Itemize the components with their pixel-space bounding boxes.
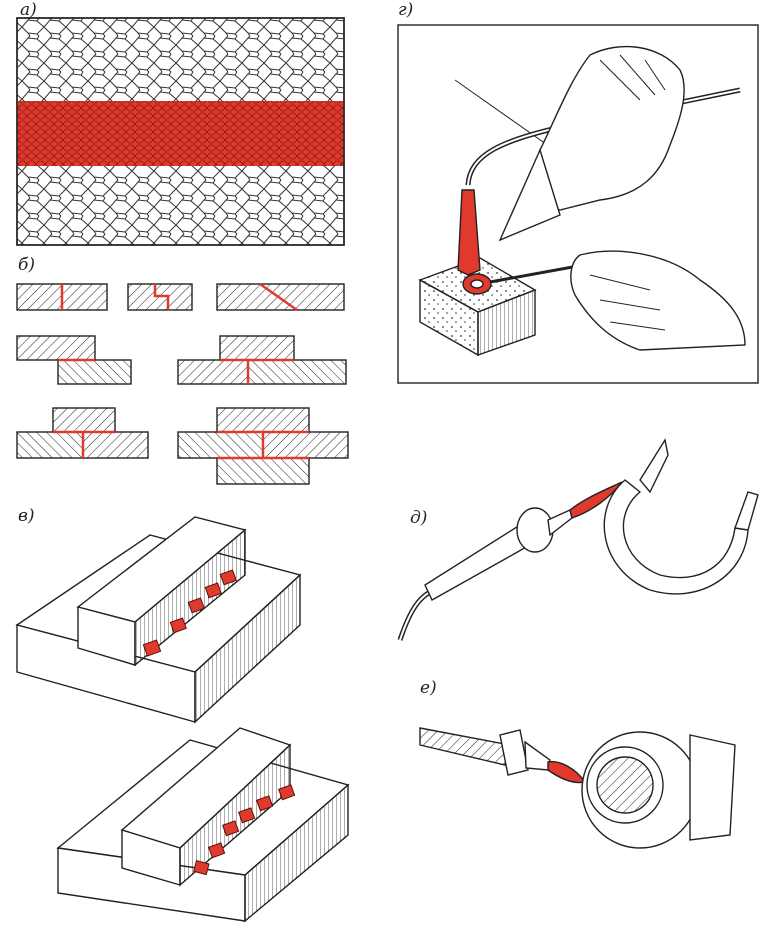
strap-joint [16,407,149,459]
upper-hand [535,45,685,211]
label-a: а) [20,0,37,20]
panel-d-torch-ring [397,438,759,641]
lower-hand [570,250,746,351]
label-v: в) [18,506,35,526]
lap-joint [16,335,132,385]
solder-pieces-lower [193,784,296,876]
solder-pieces-upper [142,569,237,657]
panel-a-grain-structure [16,17,345,246]
clamp-block [689,734,736,841]
panel-g-hand-soldering [397,24,759,384]
label-e: е) [420,678,437,698]
panel-v-lower-assembly [56,727,350,923]
double-strap-joint [177,407,349,485]
torch-flame [457,189,481,276]
torch-hose [397,587,436,641]
label-b: б) [18,255,36,275]
step-joint [127,283,193,311]
label-d: д) [410,508,428,528]
torch-flame [547,761,587,784]
ring-part [603,479,749,595]
torch-body [424,523,531,601]
tee-lap-joint [177,335,347,385]
panel-v-upper-assembly [15,516,302,724]
torch-nozzle-base [516,507,554,553]
butt-joint [16,283,108,311]
panel-e-torch-tube [419,727,736,849]
solder-band [17,101,344,166]
label-g: г) [398,0,414,20]
tube-core [596,756,654,814]
scarf-joint [216,282,345,312]
panel-b-joint-sections [16,282,349,485]
torch-barrel [419,727,511,766]
